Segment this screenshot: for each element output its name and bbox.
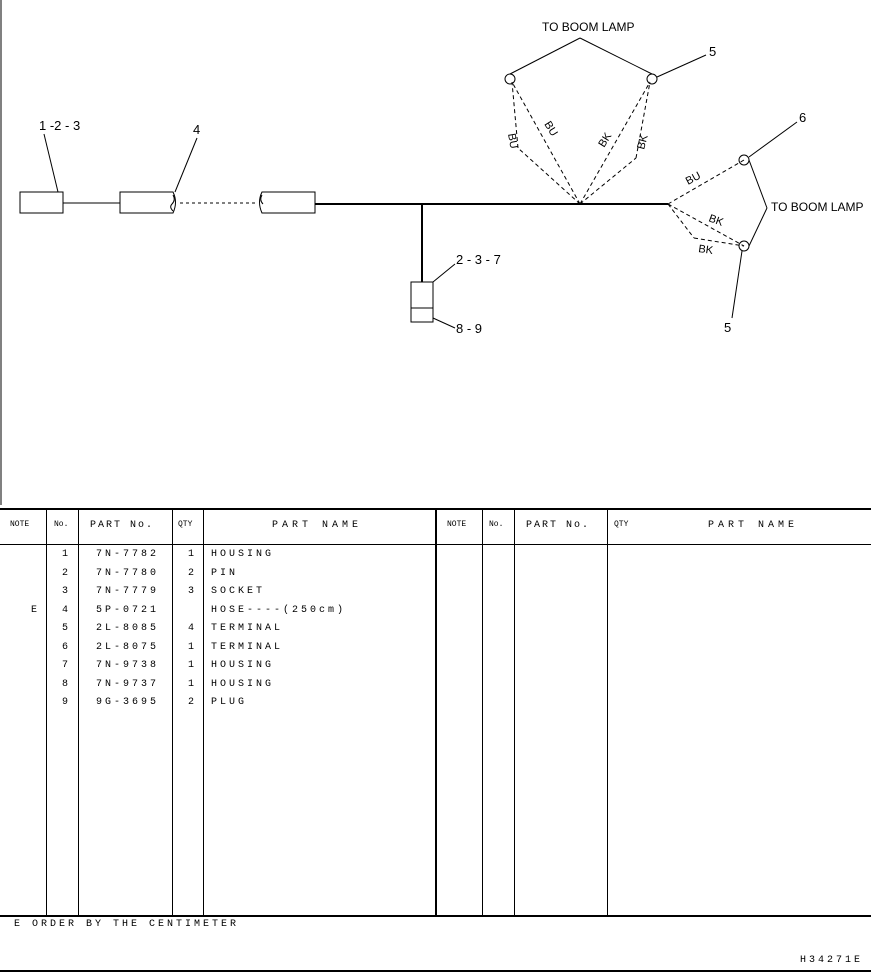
row-part-no: 7N-7780	[96, 567, 160, 579]
hose-segment-right	[259, 191, 316, 214]
upper-lamp-terminal-right	[646, 73, 658, 85]
upper-lamp-wires	[511, 81, 651, 205]
row-part-no: 7N-7779	[96, 586, 160, 597]
callout-8-9: 8 - 9	[456, 321, 482, 336]
leader-2-3-7	[432, 263, 456, 283]
connector-1-2-3	[19, 191, 64, 214]
right-lamp-bracket-lower	[748, 207, 768, 247]
leader-5-bottom	[731, 250, 743, 319]
row-part-name: HOUSING	[211, 549, 275, 560]
row-part-name: HOSE----(250cm)	[211, 604, 347, 616]
leader-4	[174, 137, 198, 193]
row-qty: 2	[188, 697, 198, 708]
row-qty: 2	[188, 567, 198, 579]
row-part-name: HOUSING	[211, 678, 275, 690]
table-footnote: E ORDER BY THE CENTIMETER	[14, 919, 240, 930]
row-no: 4	[62, 604, 72, 616]
callout-1-2-3: 1 -2 - 3	[39, 118, 80, 133]
row-no: 3	[62, 586, 72, 597]
leader-5-top	[656, 54, 707, 78]
wire-code-bk-4: BK	[698, 243, 715, 257]
header-no-right: No.	[489, 520, 504, 529]
header-qty-left: QTY	[178, 520, 193, 529]
header-no-left: No.	[54, 520, 69, 529]
row-part-name: TERMINAL	[211, 623, 284, 634]
wire-code-bu-2: BU	[541, 119, 559, 138]
row-part-name: TERMINAL	[211, 641, 284, 653]
row-no: 6	[62, 641, 72, 653]
callout-5-bottom: 5	[724, 320, 731, 335]
hose-segment-left	[119, 191, 176, 214]
row-qty: 4	[188, 623, 198, 634]
to-boom-lamp-top-label: TO BOOM LAMP	[542, 20, 634, 34]
row-part-no: 7N-7782	[96, 549, 160, 560]
wire-code-bk-2: BK	[635, 133, 651, 151]
wire-code-bk-3: BK	[707, 213, 726, 230]
row-no: 1	[62, 549, 72, 560]
row-qty: 1	[188, 678, 198, 690]
parts-table	[0, 508, 871, 972]
row-part-no: 7N-9738	[96, 660, 160, 671]
row-part-name: PIN	[211, 567, 239, 579]
header-note-right: NOTE	[447, 520, 467, 529]
connector-2-3-7	[410, 281, 434, 323]
row-part-name: SOCKET	[211, 586, 266, 597]
leader-8-9	[432, 317, 456, 329]
callout-5-top: 5	[709, 44, 716, 59]
row-part-no: 2L-8075	[96, 641, 160, 653]
row-no: 9	[62, 697, 72, 708]
row-no: 5	[62, 623, 72, 634]
row-note: E	[31, 604, 41, 616]
header-qty-right: QTY	[614, 520, 629, 529]
upper-lamp-bracket-right	[579, 37, 653, 75]
callout-4: 4	[193, 122, 200, 137]
row-part-no: 9G-3695	[96, 697, 160, 708]
header-part-name-right: PART NAME	[708, 520, 799, 531]
upper-lamp-terminal-left	[504, 73, 516, 85]
leader-6	[748, 121, 798, 158]
wire-code-bu-1: BU	[505, 132, 519, 149]
row-part-name: HOUSING	[211, 660, 275, 671]
wire-code-bk-1: BK	[596, 130, 614, 149]
row-qty: 3	[188, 586, 198, 597]
document-number: H34271E	[799, 955, 863, 966]
header-part-no-left: PART No.	[90, 520, 155, 531]
table-center-divider	[435, 510, 437, 916]
row-part-name: PLUG	[211, 697, 248, 708]
header-note-left: NOTE	[10, 520, 30, 529]
row-qty: 1	[188, 641, 198, 653]
header-part-no-right: PART No.	[526, 520, 591, 531]
footer-divider	[0, 915, 871, 917]
row-qty: 1	[188, 549, 198, 560]
row-part-no: 2L-8085	[96, 623, 160, 634]
row-no: 2	[62, 567, 72, 579]
row-qty: 1	[188, 660, 198, 671]
right-lamp-bracket-upper	[748, 159, 768, 209]
row-part-no: 5P-0721	[96, 604, 160, 616]
header-part-name-left: PART NAME	[272, 520, 363, 531]
callout-6: 6	[799, 110, 806, 125]
wiring-harness-diagram: TO BOOM LAMP TO BOOM LAMP 1 -2 - 3 4 5 6…	[0, 0, 863, 505]
upper-lamp-bracket-left	[509, 37, 581, 75]
to-boom-lamp-right-label: TO BOOM LAMP	[771, 200, 863, 214]
callout-2-3-7: 2 - 3 - 7	[456, 252, 501, 267]
leader-1-2-3	[43, 133, 59, 193]
row-no: 8	[62, 678, 72, 690]
row-part-no: 7N-9737	[96, 678, 160, 690]
row-no: 7	[62, 660, 72, 671]
right-lamp-wires	[667, 159, 745, 247]
